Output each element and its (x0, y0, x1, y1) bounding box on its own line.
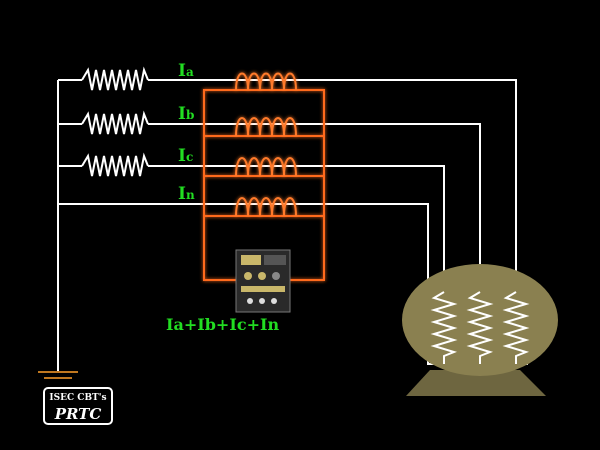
label-ia-sub: a (186, 65, 194, 79)
prtc-logo: ISEC CBT's PRTC (43, 387, 113, 425)
label-ic-main: I (178, 146, 186, 166)
label-ib: Ib (178, 104, 194, 124)
supply-coil-c (81, 152, 149, 177)
label-ib-main: I (178, 104, 186, 124)
label-in-main: I (178, 184, 186, 204)
motor-winding-b (466, 291, 494, 364)
ct-coil-c (235, 157, 297, 177)
sum-label: Ia+Ib+Ic+In (166, 315, 279, 334)
ct-coil-n (235, 197, 297, 217)
label-in: In (178, 184, 195, 204)
logo-line2: PRTC (54, 405, 102, 423)
logo-line1: ISEC CBT's (49, 393, 106, 403)
label-ib-sub: b (186, 108, 194, 122)
supply-coil-b (81, 110, 149, 135)
motor-winding-c (430, 291, 458, 364)
phase-b-wire (148, 123, 481, 292)
label-ic: Ic (178, 146, 193, 166)
motor-base (406, 370, 546, 396)
ct-coil-b (235, 117, 297, 137)
motor-winding-a (502, 291, 530, 364)
motor-windings (430, 291, 530, 364)
ct-coil-a (235, 72, 297, 91)
label-ia-main: I (178, 61, 186, 81)
supply-coil-a (81, 66, 149, 91)
ct-coils (235, 72, 297, 217)
relay-device (235, 249, 291, 313)
phase-c-wire (148, 165, 445, 292)
label-in-sub: n (186, 188, 195, 202)
label-ic-sub: c (186, 150, 193, 164)
ground-symbol (38, 371, 78, 379)
label-ia: Ia (178, 61, 194, 81)
